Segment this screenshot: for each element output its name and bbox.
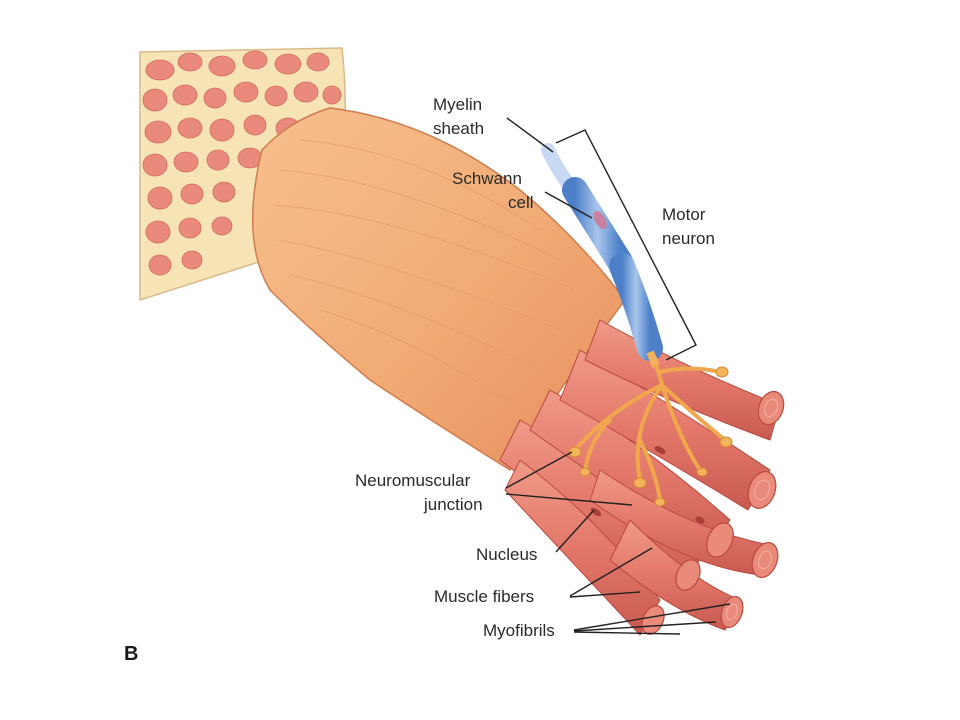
leader-lines (505, 117, 731, 635)
fascicles (142, 50, 342, 276)
myofibril-rings (726, 398, 778, 621)
label-schwann-cell-line1: Schwann (452, 169, 522, 188)
label-myofibrils: Myofibrils (483, 621, 555, 640)
label-neuromuscular-junction-line1: Neuromuscular (355, 471, 471, 490)
motor-neuron (541, 143, 733, 507)
panel-letter: B (124, 643, 138, 665)
label-motor-neuron-line1: Motor (662, 205, 706, 224)
label-nucleus: Nucleus (476, 545, 537, 564)
label-motor-neuron-line2: neuron (662, 229, 715, 248)
label-schwann-cell-line2: cell (508, 193, 534, 212)
muscle-fibers-bundle (499, 319, 781, 636)
neuromuscular-junctions (568, 366, 733, 507)
label-muscle-fibers: Muscle fibers (434, 587, 534, 606)
label-myelin-sheath-line1: Myelin (433, 95, 482, 114)
sheath-striations (274, 139, 576, 411)
schwann-cell-nucleus (593, 210, 607, 230)
label-myelin-sheath-line2: sheath (433, 119, 484, 138)
axon-terminal-branches (573, 364, 727, 502)
label-neuromuscular-junction-line2: junction (423, 495, 483, 514)
